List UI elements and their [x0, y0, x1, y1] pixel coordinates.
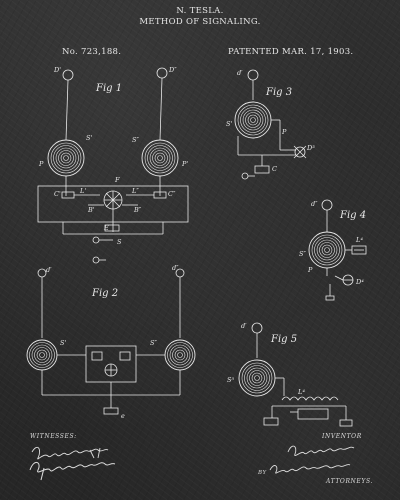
label-s-prime: S' [86, 134, 92, 142]
witnesses-label: WITNESSES: [30, 433, 77, 440]
label-c-double: C″ [168, 190, 176, 198]
label-d-small-double-fig2: d″ [172, 264, 179, 272]
relay-d3 [294, 146, 306, 158]
figure-5 [238, 322, 353, 427]
by-label: BY [258, 470, 267, 476]
label-e: E [103, 224, 109, 232]
label-s-prime-fig3: S' [226, 120, 232, 128]
attorney-signature [269, 464, 351, 474]
label-p-fig4: P [307, 266, 313, 274]
label-d-small-prime-fig2: d′ [46, 266, 52, 274]
patent-title: METHOD OF SIGNALING. [139, 17, 261, 27]
label-d-small-double: d″ [311, 200, 318, 208]
label-p-fig3: P [281, 128, 287, 136]
fig1-label: Fig 1 [95, 83, 122, 94]
relay-l4 [351, 245, 367, 255]
label-p-prime: P' [181, 160, 188, 168]
witness-signature-2 [29, 462, 116, 481]
fig3-label: Fig 3 [265, 87, 292, 98]
coil-s-prime [47, 139, 85, 177]
label-d-prime: D' [53, 66, 61, 74]
label-e-fig2: e [121, 412, 125, 420]
label-s: S [117, 238, 122, 246]
label-d-double: D″ [168, 66, 177, 74]
terminal-d-double [156, 67, 168, 79]
inventor-label: INVENTOR [322, 433, 362, 440]
label-l-prime: L' [79, 187, 86, 195]
label-d-small-prime-fig5: d′ [241, 322, 247, 330]
label-b-double: B″ [133, 206, 142, 214]
label-s-double-fig4: S″ [299, 250, 306, 258]
label-p: P [38, 160, 44, 168]
figure-1 [37, 67, 189, 244]
fig4-label: Fig 4 [339, 210, 366, 221]
terminal-d-prime [62, 69, 74, 81]
attorneys-label: ATTORNEYS. [326, 478, 373, 485]
figure-4 [308, 199, 367, 301]
terminal-d-small-prime [247, 69, 259, 81]
label-c-fig3: C [272, 165, 277, 173]
fig5-label: Fig 5 [270, 334, 297, 345]
label-l-double: L″ [131, 187, 139, 195]
terminal-d-prime-fig2 [37, 268, 47, 278]
patent-number: No. 723,188. [62, 47, 122, 57]
coil-l4-fig5 [281, 396, 339, 401]
label-s5: S⁵ [227, 376, 234, 384]
coil-s-double [141, 139, 179, 177]
label-d3: D³ [306, 144, 315, 152]
terminal-d-small-prime-fig5 [251, 322, 263, 334]
patent-date: PATENTED MAR. 17, 1903. [228, 47, 354, 57]
label-b-prime: B' [87, 206, 95, 214]
figure-2 [26, 256, 196, 415]
label-l4: L⁴ [355, 236, 363, 244]
inventor-signature [287, 445, 355, 456]
label-l4-fig5: L⁴ [297, 388, 305, 396]
label-s-double-fig2: S″ [150, 339, 157, 347]
label-d4: D⁴ [355, 278, 364, 286]
label-d-small-prime: d′ [237, 69, 243, 77]
label-c-prime: C' [54, 190, 61, 198]
label-f: F [114, 176, 120, 184]
label-s-prime-fig2: S' [60, 339, 66, 347]
inventor-name: N. TESLA. [176, 6, 224, 16]
fig2-label: Fig 2 [91, 288, 118, 299]
figure-3 [234, 69, 307, 180]
terminal-d-small-double [321, 199, 333, 211]
witness-signature-1 [31, 446, 109, 460]
label-s-double: S″ [132, 136, 139, 144]
